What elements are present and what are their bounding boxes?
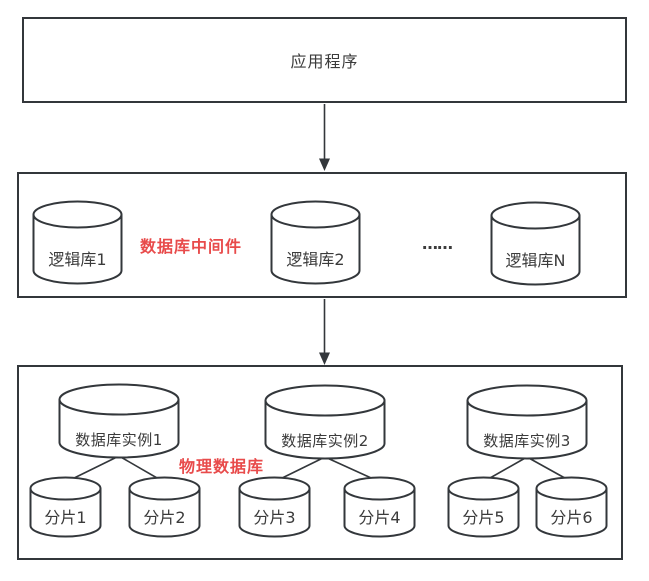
db-instance-3-cylinder: 数据库实例3 (466, 384, 588, 460)
logical-db-1-label: 逻辑库1 (48, 250, 107, 269)
middleware-title: 数据库中间件 (140, 237, 243, 256)
logical-db-n-cylinder: 逻辑库N (490, 201, 581, 286)
shard-2-cylinder: 分片2 (128, 476, 201, 538)
db-instance-1-label: 数据库实例1 (75, 431, 163, 449)
arrow-app-to-middleware (319, 104, 330, 171)
database-cylinder-icon (270, 200, 361, 285)
database-cylinder-icon (466, 384, 588, 460)
shard-1-label: 分片1 (44, 508, 87, 527)
shard-3-cylinder: 分片3 (238, 476, 311, 538)
database-cylinder-icon (535, 476, 608, 538)
logical-db-n-label: 逻辑库N (505, 251, 566, 270)
application-box: 应用程序 (22, 17, 627, 103)
database-cylinder-icon (58, 383, 180, 459)
database-cylinder-icon (128, 476, 201, 538)
database-cylinder-icon (32, 200, 123, 285)
database-cylinder-icon (264, 384, 386, 460)
logical-db-2-label: 逻辑库2 (286, 250, 345, 269)
database-cylinder-icon (238, 476, 311, 538)
db-instance-1-cylinder: 数据库实例1 (58, 383, 180, 459)
shard-6-label: 分片6 (550, 508, 593, 527)
arrow-middleware-to-physical (319, 299, 330, 365)
shard-5-cylinder: 分片5 (447, 476, 520, 538)
ellipsis-text: …… (422, 234, 453, 253)
database-cylinder-icon (29, 476, 102, 538)
shard-1-cylinder: 分片1 (29, 476, 102, 538)
database-cylinder-icon (343, 476, 416, 538)
shard-4-cylinder: 分片4 (343, 476, 416, 538)
database-cylinder-icon (490, 201, 581, 286)
application-label: 应用程序 (290, 52, 359, 71)
db-instance-3-label: 数据库实例3 (483, 432, 571, 450)
physical-db-title: 物理数据库 (179, 457, 265, 476)
shard-3-label: 分片3 (253, 508, 296, 527)
db-instance-2-cylinder: 数据库实例2 (264, 384, 386, 460)
shard-5-label: 分片5 (462, 508, 505, 527)
db-instance-2-label: 数据库实例2 (281, 432, 369, 450)
database-cylinder-icon (447, 476, 520, 538)
logical-db-1-cylinder: 逻辑库1 (32, 200, 123, 285)
logical-db-2-cylinder: 逻辑库2 (270, 200, 361, 285)
shard-4-label: 分片4 (358, 508, 401, 527)
shard-6-cylinder: 分片6 (535, 476, 608, 538)
shard-2-label: 分片2 (143, 508, 186, 527)
